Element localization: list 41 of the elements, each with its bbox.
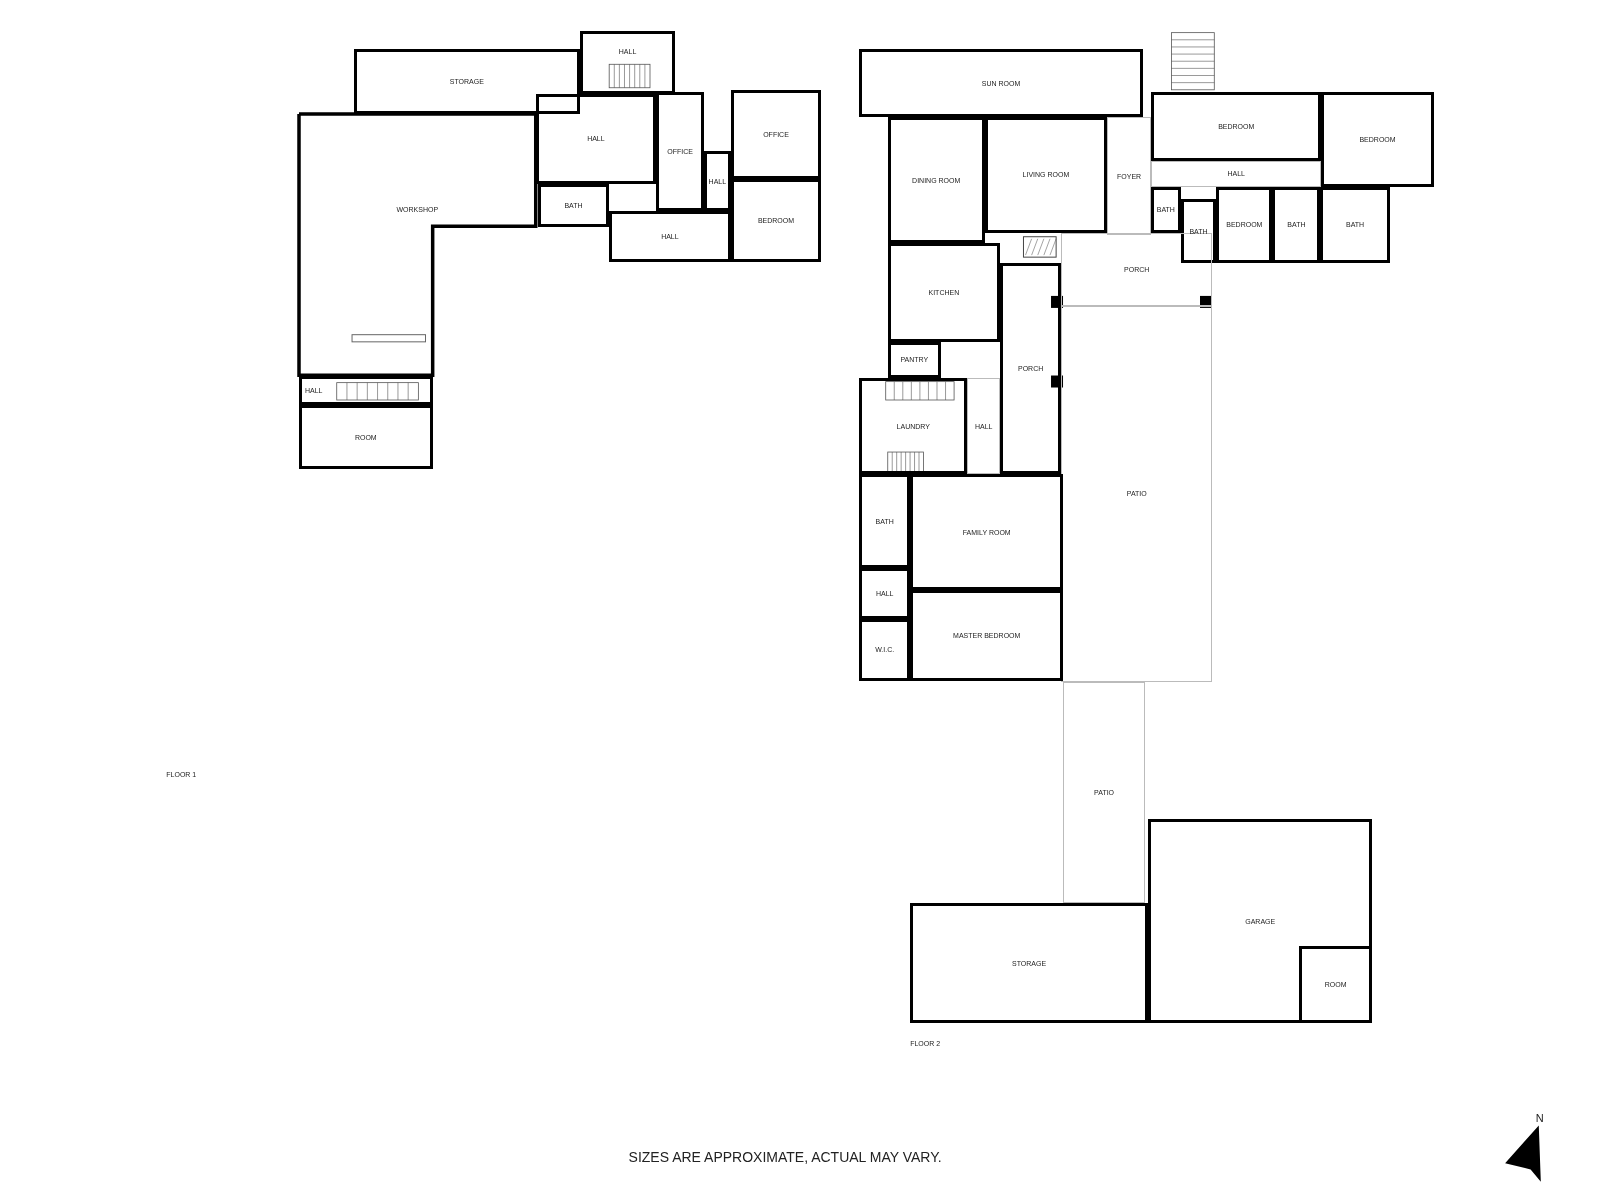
room (910, 474, 1064, 590)
room (1000, 263, 1062, 475)
room (298, 405, 433, 470)
room (1321, 91, 1434, 187)
room (910, 589, 1064, 681)
outdoor-area (1061, 232, 1213, 307)
outdoor-area (1061, 306, 1213, 682)
room (656, 91, 705, 212)
note-text: SIZES ARE APPROXIMATE, ACTUAL MAY VARY. (628, 1148, 942, 1165)
room (704, 151, 731, 212)
room (298, 114, 536, 376)
room (535, 93, 657, 184)
room (1147, 819, 1373, 1024)
room (859, 619, 911, 681)
room (730, 89, 822, 179)
room (984, 117, 1108, 233)
room (859, 48, 1143, 118)
room (298, 375, 433, 406)
room (1151, 91, 1322, 162)
outdoor-area (1151, 161, 1322, 187)
room (354, 48, 580, 115)
room (910, 903, 1148, 1024)
room (1320, 186, 1390, 264)
outdoor-area (1107, 117, 1151, 235)
room (859, 474, 911, 569)
room (537, 183, 610, 227)
outdoor-area (1063, 681, 1145, 904)
outdoor-area (967, 377, 1000, 475)
room (579, 30, 676, 94)
room (887, 242, 1000, 342)
room (1216, 186, 1273, 264)
room (859, 568, 911, 620)
room (1151, 186, 1181, 233)
room (730, 178, 822, 263)
room (887, 341, 941, 378)
room (859, 377, 968, 475)
room (1180, 198, 1217, 264)
compass-letter: N (1535, 1112, 1544, 1125)
room (887, 117, 985, 243)
room (609, 211, 731, 263)
room (1272, 186, 1321, 264)
